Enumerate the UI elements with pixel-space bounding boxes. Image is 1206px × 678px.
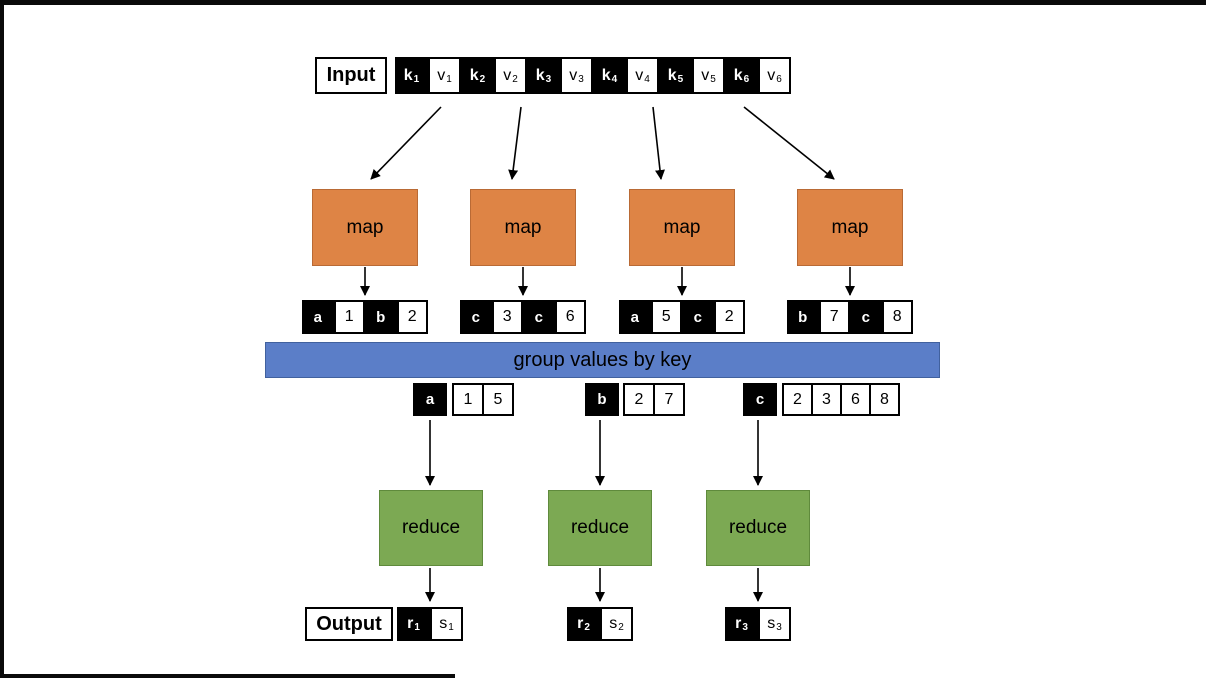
reduce-box-2: reduce [548, 490, 652, 566]
group-c-key: c [743, 383, 777, 416]
reduce-box-3: reduce [706, 490, 810, 566]
map2-key-c2: c [523, 300, 555, 334]
reduce-box-2-label: reduce [570, 517, 630, 538]
arrow-input-to-map-4 [743, 106, 835, 180]
map3-key-a: a [619, 300, 651, 334]
group-c-val-2: 2 [782, 383, 813, 416]
group-a-key: a [413, 383, 447, 416]
group-c-values: 2 3 6 8 [782, 383, 900, 416]
map3-val-5: 5 [650, 300, 682, 334]
input-label-text: Input [326, 64, 376, 86]
arrow-input-to-map-2 [508, 106, 522, 180]
arrow-input-to-map-3 [652, 106, 665, 180]
group-b-key: b [585, 383, 619, 416]
group-c-val-3: 3 [811, 383, 842, 416]
map-box-2: map [470, 189, 576, 266]
map2-key-c1: c [460, 300, 492, 334]
map1-val-1: 1 [333, 300, 365, 334]
group-b-val-7: 7 [653, 383, 685, 416]
group-c-val-8: 8 [869, 383, 900, 416]
group-a-values: 1 5 [452, 383, 514, 416]
output-label-text: Output [316, 612, 382, 635]
map4-key-b: b [787, 300, 819, 334]
reduce-box-3-label: reduce [728, 517, 788, 538]
frame-border-left [0, 0, 4, 678]
map1-key-a: a [302, 300, 334, 334]
frame-border-top [0, 0, 1206, 5]
frame-border-bottom [0, 674, 455, 678]
map-output-1: a 1 b 2 [302, 300, 428, 334]
map-output-2: c 3 c 6 [460, 300, 586, 334]
map3-val-2: 2 [713, 300, 745, 334]
map-box-1: map [312, 189, 418, 266]
group-c-val-6: 6 [840, 383, 871, 416]
map2-val-3: 3 [491, 300, 523, 334]
map2-val-6: 6 [554, 300, 586, 334]
group-bar: group values by key [265, 342, 940, 378]
map1-key-b: b [365, 300, 397, 334]
map-box-4-label: map [831, 216, 869, 238]
map-box-2-label: map [504, 216, 542, 238]
group-a-val-5: 5 [482, 383, 514, 416]
reduce-box-1-label: reduce [401, 517, 461, 538]
output-label: Output [305, 607, 393, 641]
group-b-val-2: 2 [623, 383, 655, 416]
map4-val-7: 7 [818, 300, 850, 334]
reduce-box-1: reduce [379, 490, 483, 566]
map-box-1-label: map [346, 216, 384, 238]
map-box-4: map [797, 189, 903, 266]
map-output-3: a 5 c 2 [619, 300, 745, 334]
map-output-4: b 7 c 8 [787, 300, 913, 334]
map1-val-2: 2 [396, 300, 428, 334]
map4-val-8: 8 [881, 300, 913, 334]
group-b-values: 2 7 [623, 383, 685, 416]
map3-key-c: c [682, 300, 714, 334]
group-bar-label: group values by key [513, 348, 692, 371]
map-box-3: map [629, 189, 735, 266]
input-label: Input [315, 57, 387, 94]
map-box-3-label: map [663, 216, 701, 238]
group-a-val-1: 1 [452, 383, 484, 416]
map4-key-c: c [850, 300, 882, 334]
arrow-input-to-map-1 [370, 106, 442, 180]
